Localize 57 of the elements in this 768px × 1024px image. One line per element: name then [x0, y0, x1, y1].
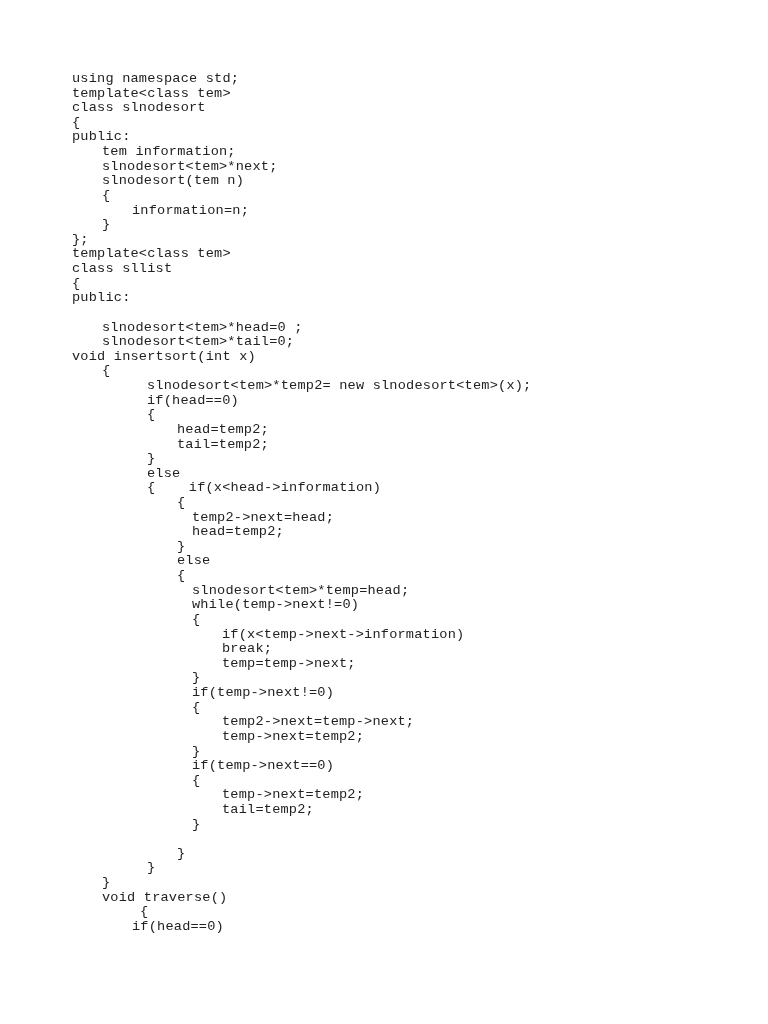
- code-line: }: [102, 217, 111, 233]
- code-line: slnodesort<tem>*tail=0;: [102, 334, 295, 350]
- code-line: { if(x<head->information): [147, 480, 381, 496]
- code-line: tail=temp2;: [177, 436, 269, 452]
- code-line: {: [72, 275, 81, 291]
- code-line: tem information;: [102, 144, 236, 160]
- code-line: if(temp->next==0): [192, 758, 335, 774]
- code-line: else: [147, 465, 181, 481]
- code-line: void insertsort(int x): [72, 348, 256, 364]
- code-line: void traverse(): [102, 889, 228, 905]
- code-line: temp2->next=head;: [192, 509, 335, 525]
- code-line: if(x<temp->next->information): [222, 626, 465, 642]
- code-line: temp->next=temp2;: [222, 728, 365, 744]
- code-line: if(head==0): [147, 392, 239, 408]
- code-line: }: [147, 451, 156, 467]
- code-line: {: [177, 568, 186, 584]
- code-line: {: [192, 699, 201, 715]
- code-line: class sllist: [72, 261, 173, 277]
- code-line: {: [192, 772, 201, 788]
- code-line: slnodesort<tem>*temp=head;: [192, 582, 410, 598]
- code-line: {: [102, 187, 111, 203]
- code-line: {: [102, 363, 111, 379]
- code-line: }: [177, 538, 186, 554]
- code-line: using namespace std;: [72, 71, 240, 86]
- code-line: slnodesort(tem n): [102, 173, 245, 189]
- code-line: break;: [222, 641, 273, 657]
- code-line: template<class tem>: [72, 246, 231, 262]
- code-line: head=temp2;: [192, 524, 284, 540]
- code-line: }: [192, 670, 201, 686]
- code-line: slnodesort<tem>*temp2= new slnodesort<tem>(x);: [147, 378, 532, 393]
- code-line: };: [72, 231, 89, 247]
- code-line: }: [177, 845, 186, 861]
- code-line: information=n;: [132, 202, 249, 218]
- code-line: slnodesort<tem>*head=0 ;: [102, 319, 303, 335]
- code-line: }: [147, 860, 156, 876]
- code-line: }: [192, 816, 201, 832]
- code-line: if(temp->next!=0): [192, 685, 335, 701]
- code-line: tail=temp2;: [222, 802, 314, 817]
- code-line: head=temp2;: [177, 421, 269, 437]
- code-line: }: [192, 743, 201, 759]
- code-line: {: [192, 611, 201, 627]
- code-line: {: [147, 407, 156, 423]
- code-line: if(head==0): [132, 918, 224, 934]
- code-line: public:: [72, 290, 131, 306]
- code-line: {: [140, 904, 149, 920]
- code-line: temp=temp->next;: [222, 655, 356, 671]
- code-line: {: [72, 114, 81, 130]
- code-line: public:: [72, 129, 131, 145]
- code-line: template<class tem>: [72, 85, 231, 101]
- code-line: while(temp->next!=0): [192, 597, 360, 613]
- code-line: }: [102, 875, 111, 891]
- code-line: temp->next=temp2;: [222, 787, 365, 803]
- code-line: {: [177, 494, 186, 510]
- code-line: slnodesort<tem>*next;: [102, 158, 278, 174]
- code-line: else: [177, 553, 211, 569]
- code-line: temp2->next=temp->next;: [222, 714, 415, 730]
- code-line: class slnodesort: [72, 100, 206, 116]
